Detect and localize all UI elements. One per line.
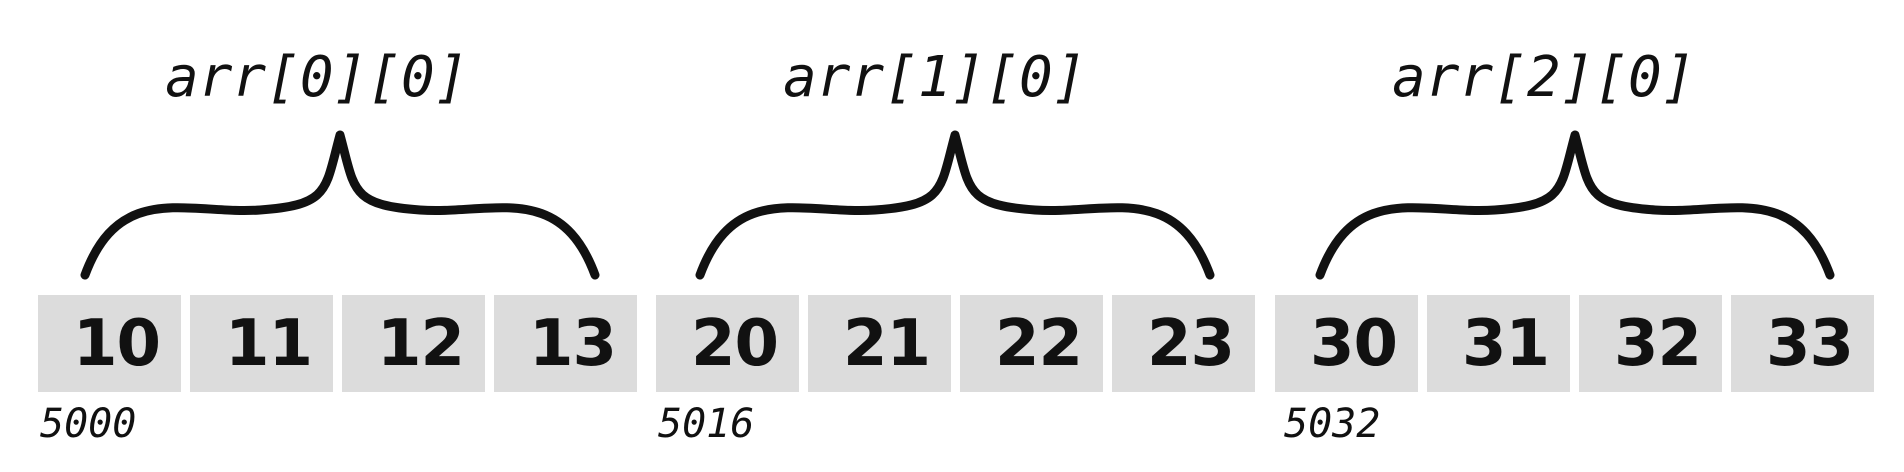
cell-0-0: 10 <box>38 295 181 392</box>
cell-2-2: 32 <box>1579 295 1722 392</box>
group-label-1: arr[1][0] <box>783 45 1087 110</box>
cell-1-2: 22 <box>960 295 1103 392</box>
cell-0-2: 12 <box>342 295 485 392</box>
brace-group-2 <box>1315 130 1835 280</box>
cell-0-1: 11 <box>190 295 333 392</box>
cell-1-1: 21 <box>808 295 951 392</box>
group-label-0: arr[0][0] <box>165 45 469 110</box>
address-2: 5032 <box>1284 401 1381 447</box>
cell-2-1: 31 <box>1427 295 1570 392</box>
cell-1-3: 23 <box>1112 295 1255 392</box>
address-1: 5016 <box>658 401 755 447</box>
cell-2-0: 30 <box>1275 295 1418 392</box>
cell-1-0: 20 <box>656 295 799 392</box>
brace-group-0 <box>80 130 600 280</box>
group-label-2: arr[2][0] <box>1392 45 1696 110</box>
brace-group-1 <box>695 130 1215 280</box>
cell-0-3: 13 <box>494 295 637 392</box>
address-0: 5000 <box>40 401 137 447</box>
cell-2-3: 33 <box>1731 295 1874 392</box>
